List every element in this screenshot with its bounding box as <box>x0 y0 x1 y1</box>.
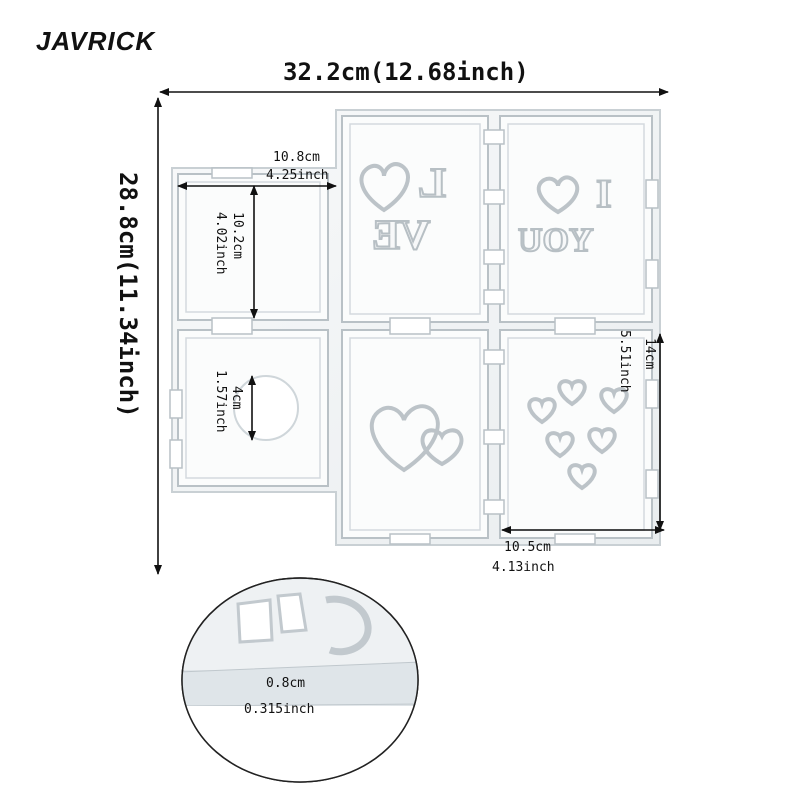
heart-icon <box>420 428 464 467</box>
thickness-in-label: 0.315inch <box>244 702 315 717</box>
heart-icon <box>527 397 557 425</box>
small-height-in-label: 4.02inch <box>213 212 228 275</box>
heart-icon <box>587 427 617 455</box>
panel-hearts <box>499 329 653 539</box>
heart-icon <box>567 463 597 491</box>
panel-love <box>341 115 489 323</box>
total-width-label: 32.2cm(12.68inch) <box>283 58 529 86</box>
panel-width-in-label: 4.13inch <box>492 560 555 575</box>
circle-cm-label: 4cm <box>229 386 244 410</box>
heart-icon <box>369 404 440 473</box>
panel-width-cm-label: 10.5cm <box>504 540 551 555</box>
heart-icon <box>536 175 580 215</box>
small-width-cm-label: 10.8cm <box>273 150 320 165</box>
panel-height-cm-label: 14cm <box>642 338 657 370</box>
mold-letter-l: L <box>417 160 447 208</box>
panel-small-top <box>177 173 329 321</box>
heart-icon <box>599 387 629 415</box>
small-width-in-label: 4.25inch <box>266 168 329 183</box>
heart-icon <box>359 162 410 213</box>
brand-logo: JAVRICK <box>36 26 156 56</box>
small-height-cm-label: 10.2cm <box>230 212 245 259</box>
joint-tabs <box>169 129 659 545</box>
mold-letters-you: YOU <box>517 221 595 260</box>
total-height-label: 28.8cm(11.34inch) <box>114 172 142 418</box>
thickness-cm-label: 0.8cm <box>266 676 306 691</box>
mold-letters-ve: VE <box>371 212 431 260</box>
panel-height-in-label: 5.51inch <box>617 330 632 393</box>
heart-icon <box>545 431 575 459</box>
panel-i-you <box>499 115 653 323</box>
panel-double-heart <box>341 329 489 539</box>
mold-letter-i: I <box>595 170 613 217</box>
heart-icon <box>557 379 587 407</box>
circle-in-label: 1.57inch <box>213 370 228 433</box>
